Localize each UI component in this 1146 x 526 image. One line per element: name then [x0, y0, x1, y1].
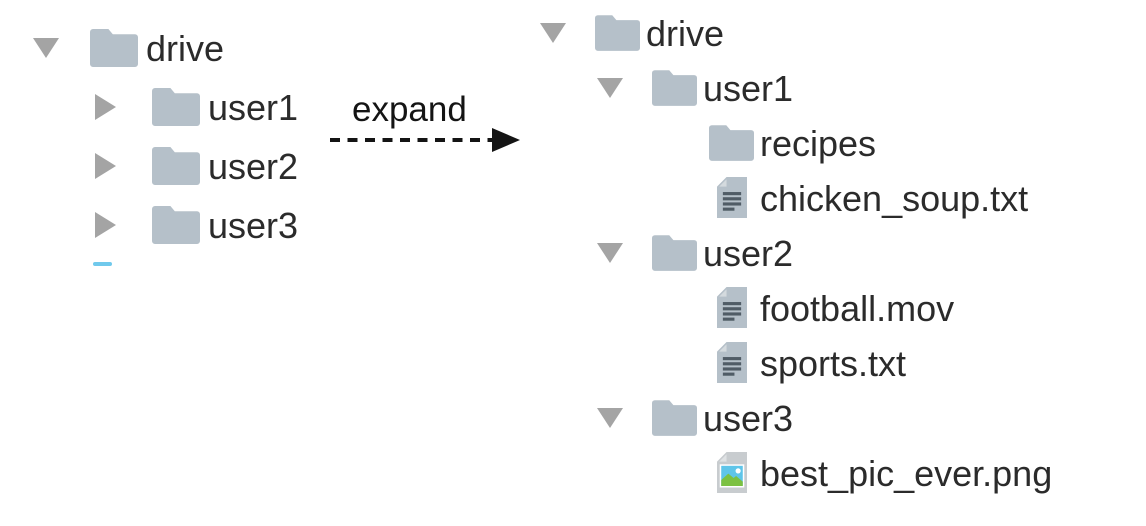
tree-item-label[interactable]: best_pic_ever.png: [760, 453, 1053, 494]
file-tree-collapsed: drive user1 user2: [33, 18, 298, 266]
left-tree-row-user1: user1: [33, 77, 298, 136]
tree-item-label[interactable]: drive: [146, 28, 225, 69]
folder-icon: [652, 399, 697, 436]
folder-icon: [709, 124, 754, 161]
tree-item-label[interactable]: user1: [208, 87, 299, 128]
tree-item-label[interactable]: drive: [646, 13, 725, 54]
tree-item-label[interactable]: user2: [208, 146, 299, 187]
tree-item-label[interactable]: user2: [703, 233, 794, 274]
tree-item-label[interactable]: chicken_soup.txt: [760, 178, 1029, 219]
toggle-cell: [597, 77, 652, 98]
expand-toggle-icon[interactable]: [95, 93, 116, 120]
text-cursor-dash: [93, 262, 112, 266]
folder-icon: [152, 146, 200, 185]
file-tree-expanded: drive user1 recipes: [540, 5, 1052, 500]
right-tree-row-user2: user2: [540, 225, 1052, 280]
text-file-icon: [709, 287, 754, 328]
left-tree-row-user2: user2: [33, 136, 298, 195]
folder-icon: [652, 69, 697, 106]
text-file-icon: [709, 342, 754, 383]
collapse-toggle-icon[interactable]: [597, 77, 623, 98]
tree-item-label[interactable]: recipes: [760, 123, 877, 164]
right-tree-row-sports: sports.txt: [540, 335, 1052, 390]
tree-item-label[interactable]: user1: [703, 68, 794, 109]
toggle-cell: [95, 152, 152, 179]
expand-transition: expand: [328, 92, 528, 160]
transition-label: expand: [352, 90, 467, 129]
expand-toggle-icon[interactable]: [95, 211, 116, 238]
right-tree-row-recipes: recipes: [540, 115, 1052, 170]
expand-toggle-icon[interactable]: [95, 152, 116, 179]
tree-item-label[interactable]: football.mov: [760, 288, 955, 329]
tree-item-label[interactable]: sports.txt: [760, 343, 907, 384]
right-tree-row-user3: user3: [540, 390, 1052, 445]
collapse-toggle-icon[interactable]: [540, 22, 566, 43]
folder-icon: [152, 87, 200, 126]
image-file-icon: [709, 452, 754, 493]
tree-item-label[interactable]: user3: [703, 398, 794, 439]
tree-item-label[interactable]: user3: [208, 205, 299, 246]
right-tree-row-drive: drive: [540, 5, 1052, 60]
collapse-toggle-icon[interactable]: [33, 37, 59, 58]
toggle-cell: [95, 93, 152, 120]
toggle-cell: [540, 22, 595, 43]
right-tree-row-best-pic: best_pic_ever.png: [540, 445, 1052, 500]
toggle-cell: [95, 211, 152, 238]
left-tree-row-drive: drive: [33, 18, 298, 77]
toggle-cell: [597, 407, 652, 428]
right-tree-row-user1: user1: [540, 60, 1052, 115]
toggle-cell: [33, 37, 90, 58]
toggle-cell: [597, 242, 652, 263]
folder-icon: [152, 205, 200, 244]
dashed-arrow-right-icon: [330, 128, 520, 152]
folder-icon: [595, 14, 640, 51]
collapse-toggle-icon[interactable]: [597, 242, 623, 263]
right-tree-row-football: football.mov: [540, 280, 1052, 335]
text-file-icon: [709, 177, 754, 218]
right-tree-row-chicken-soup: chicken_soup.txt: [540, 170, 1052, 225]
folder-icon: [90, 28, 138, 67]
collapse-toggle-icon[interactable]: [597, 407, 623, 428]
folder-icon: [652, 234, 697, 271]
left-tree-row-user3: user3: [33, 195, 298, 254]
